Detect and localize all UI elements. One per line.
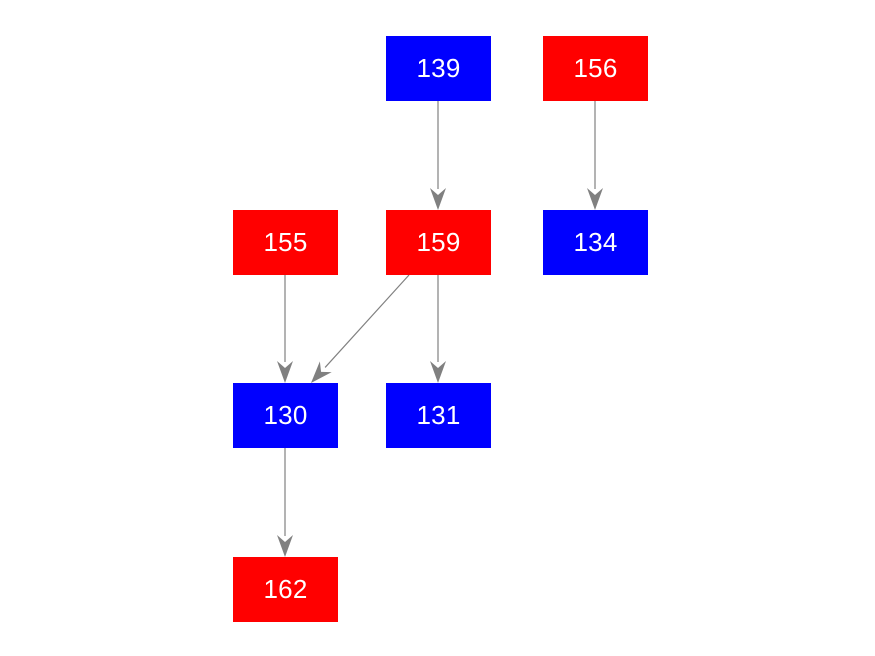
graph-edge-arrowhead <box>311 361 332 383</box>
graph-node-label: 155 <box>263 226 308 257</box>
graph-edge-line <box>324 274 410 368</box>
graph-node[interactable]: 131 <box>386 383 491 448</box>
graph-node[interactable]: 130 <box>233 383 338 448</box>
graph-node[interactable]: 139 <box>386 36 491 101</box>
graph-edge-arrowhead <box>430 188 446 210</box>
graph-node[interactable]: 162 <box>233 557 338 622</box>
graph-node[interactable]: 159 <box>386 210 491 275</box>
graph-edge-arrowhead <box>587 188 603 210</box>
graph-edge-arrowhead <box>430 361 446 383</box>
graph-node[interactable]: 134 <box>543 210 648 275</box>
graph-node-label: 131 <box>416 399 461 430</box>
graph-node-label: 134 <box>573 226 618 257</box>
graph-node-label: 156 <box>573 52 618 83</box>
graph-node-label: 139 <box>416 52 461 83</box>
graph-node[interactable]: 155 <box>233 210 338 275</box>
graph-node-label: 162 <box>263 573 308 604</box>
graph-node-label: 159 <box>416 226 461 257</box>
graph-node[interactable]: 156 <box>543 36 648 101</box>
graph-edge-arrowhead <box>277 361 293 383</box>
graph-node-label: 130 <box>263 399 308 430</box>
graph-edge-arrowhead <box>277 535 293 557</box>
